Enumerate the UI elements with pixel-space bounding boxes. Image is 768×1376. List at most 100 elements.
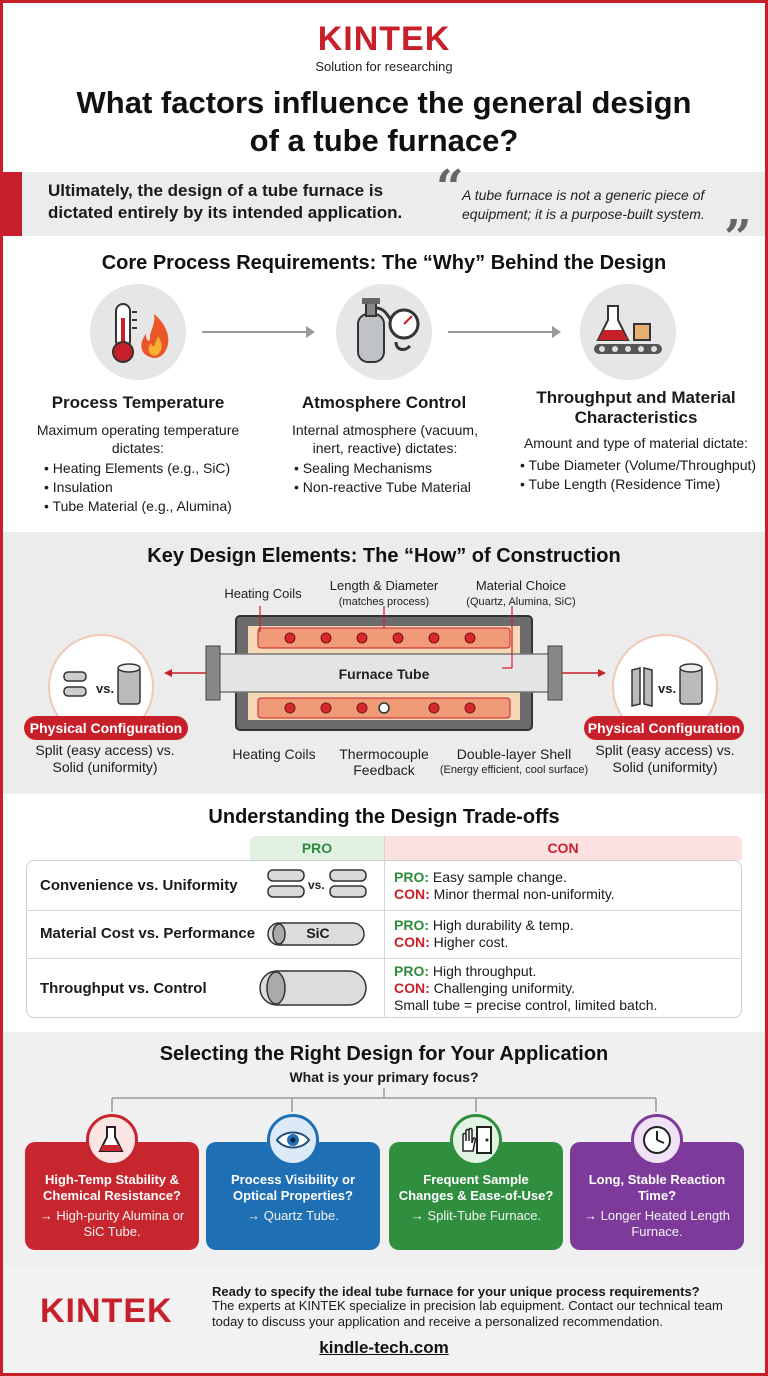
shell-sub: (Energy efficient, cool surface) bbox=[439, 764, 589, 776]
list-item: Heating Elements (e.g., SiC) bbox=[44, 459, 264, 478]
furnace-diagram bbox=[164, 606, 606, 731]
pro-text: High throughput. bbox=[432, 963, 537, 979]
furnace-tube-label: Furnace Tube bbox=[338, 666, 430, 682]
list-item: Tube Material (e.g., Alumina) bbox=[44, 497, 264, 516]
card-question: Frequent Sample Changes & Ease-of-Use? bbox=[398, 1172, 554, 1203]
card-question: Process Visibility or Optical Properties… bbox=[230, 1172, 356, 1203]
gas-cylinder-gauge-icon bbox=[357, 298, 420, 363]
atmosphere-control-title: Atmosphere Control bbox=[301, 393, 467, 412]
eye-icon bbox=[267, 1114, 319, 1166]
brand-tagline: Solution for researching bbox=[315, 59, 453, 74]
footer-headline: Ready to specify the ideal tube furnace … bbox=[212, 1284, 700, 1299]
thermocouple-label: Thermocouple Feedback bbox=[339, 746, 429, 778]
selection-tree-lines bbox=[111, 1088, 657, 1112]
length-diameter-title: Length & Diameter bbox=[329, 578, 439, 593]
process-temperature-title: Process Temperature bbox=[51, 393, 225, 412]
flow-arrow bbox=[448, 331, 554, 333]
list-item: Tube Diameter (Volume/Throughput) bbox=[520, 456, 760, 475]
length-diameter-label: Length & Diameter (matches process) bbox=[306, 578, 462, 610]
pro-tag: PRO: bbox=[394, 869, 429, 885]
tradeoff-pro: PRO: High durability & temp. bbox=[394, 917, 574, 934]
atmosphere-control-subtitle: Internal atmosphere (vacuum, inert, reac… bbox=[292, 422, 478, 456]
con-tag: CON: bbox=[394, 934, 430, 950]
material-choice-sub: (Quartz, Alumina, SiC) bbox=[466, 596, 576, 608]
open-quote-icon: “ bbox=[436, 160, 464, 216]
clock-icon bbox=[631, 1114, 683, 1166]
shell-title: Double-layer Shell bbox=[456, 746, 572, 762]
footer-body: The experts at KINTEK specialize in prec… bbox=[212, 1298, 723, 1329]
atmosphere-control-bullets: Sealing Mechanisms Non-reactive Tube Mat… bbox=[294, 459, 494, 497]
physical-configuration-caption-right: Split (easy access) vs. Solid (uniformit… bbox=[595, 742, 735, 775]
list-item: Insulation bbox=[44, 478, 264, 497]
process-temperature-bullets: Heating Elements (e.g., SiC) Insulation … bbox=[44, 459, 264, 516]
list-item: Sealing Mechanisms bbox=[294, 459, 494, 478]
con-header-label: CON bbox=[547, 840, 579, 856]
tradeoff-con: CON: Minor thermal non-uniformity. bbox=[394, 886, 615, 903]
card-answer: → High-purity Alumina or SiC Tube. bbox=[39, 1208, 185, 1239]
close-quote-icon: ” bbox=[724, 210, 752, 266]
flow-arrow-head bbox=[306, 326, 315, 338]
svg-text:vs.: vs. bbox=[308, 878, 325, 892]
tradeoff-pro: PRO: High throughput. bbox=[394, 963, 536, 980]
atmosphere-icon-circle bbox=[336, 284, 432, 380]
split-vs-solid-tube-icon: vs. bbox=[267, 869, 367, 898]
tradeoff-con: CON: Higher cost. bbox=[394, 934, 508, 951]
throughput-bullets: Tube Diameter (Volume/Throughput) Tube L… bbox=[520, 456, 760, 494]
physical-configuration-pill-right: Physical Configuration bbox=[584, 716, 744, 740]
heating-coils-top-label: Heating Coils bbox=[224, 586, 302, 601]
selection-question: What is your primary focus? bbox=[289, 1069, 479, 1085]
con-text: Minor thermal non-uniformity. bbox=[433, 886, 615, 902]
tradeoff-pro: PRO: Easy sample change. bbox=[394, 869, 567, 886]
page-title: What factors influence the general desig… bbox=[76, 85, 692, 158]
intro-accent-bar bbox=[0, 172, 22, 236]
website-link[interactable]: kindle-tech.com bbox=[319, 1338, 449, 1357]
intro-quote: A tube furnace is not a generic piece of… bbox=[462, 187, 705, 222]
brand-logo: KINTEK bbox=[317, 20, 451, 58]
table-row-divider bbox=[26, 958, 742, 959]
split-vs-solid-icon: vs. bbox=[63, 663, 141, 705]
card-question: Long, Stable Reaction Time? bbox=[588, 1172, 726, 1203]
length-diameter-sub: (matches process) bbox=[338, 596, 430, 608]
con-header bbox=[384, 836, 742, 860]
sic-tube-icon bbox=[267, 922, 365, 946]
con-text: Higher cost. bbox=[433, 934, 509, 950]
list-item: Tube Length (Residence Time) bbox=[520, 475, 760, 494]
core-requirements-heading: Core Process Requirements: The “Why” Beh… bbox=[101, 252, 667, 274]
svg-text:vs.: vs. bbox=[96, 681, 114, 696]
card-question: High-Temp Stability & Chemical Resistanc… bbox=[42, 1172, 181, 1203]
thermometer-flame-icon bbox=[112, 303, 169, 363]
footer-logo: KINTEK bbox=[40, 1292, 173, 1330]
shell-label: Double-layer Shell (Energy efficient, co… bbox=[430, 746, 598, 778]
flask-conveyor-icon bbox=[594, 305, 662, 354]
throughput-icon-circle bbox=[580, 284, 676, 380]
physical-configuration-pill-left: Physical Configuration bbox=[24, 716, 188, 740]
pro-header bbox=[250, 836, 384, 860]
table-column-divider bbox=[384, 836, 385, 1018]
heating-coils-bottom-label: Heating Coils bbox=[232, 746, 316, 762]
con-tag: CON: bbox=[394, 886, 430, 902]
flask-icon bbox=[86, 1114, 138, 1166]
pro-tag: PRO: bbox=[394, 917, 429, 933]
material-choice-title: Material Choice bbox=[475, 578, 567, 593]
pro-header-label: PRO bbox=[301, 840, 333, 856]
selection-heading: Selecting the Right Design for Your Appl… bbox=[159, 1043, 609, 1065]
physical-configuration-caption-left: Split (easy access) vs. Solid (uniformit… bbox=[35, 742, 175, 775]
tradeoff-row-label: Material Cost vs. Performance bbox=[40, 925, 256, 942]
material-choice-label: Material Choice (Quartz, Alumina, SiC) bbox=[446, 578, 596, 610]
design-elements-heading: Key Design Elements: The “How” of Constr… bbox=[147, 545, 621, 567]
pro-text: High durability & temp. bbox=[432, 917, 574, 933]
tradeoff-extra: Small tube = precise control, limited ba… bbox=[394, 997, 658, 1013]
card-answer: → Split-Tube Furnace. bbox=[410, 1208, 542, 1223]
tradeoff-row-label: Throughput vs. Control bbox=[40, 980, 207, 997]
card-answer: → Longer Heated Length Furnace. bbox=[584, 1208, 730, 1239]
flow-arrow bbox=[202, 331, 308, 333]
tradeoffs-heading: Understanding the Design Trade-offs bbox=[208, 806, 560, 828]
tradeoff-row-label: Convenience vs. Uniformity bbox=[40, 877, 238, 894]
throughput-title: Throughput and Material Characteristics bbox=[536, 388, 736, 427]
footer-band bbox=[0, 1268, 768, 1376]
throughput-subtitle: Amount and type of material dictate: bbox=[523, 435, 749, 451]
large-tube-icon bbox=[259, 970, 367, 1006]
list-item: Non-reactive Tube Material bbox=[294, 478, 494, 497]
svg-text:vs.: vs. bbox=[658, 681, 676, 696]
intro-statement: Ultimately, the design of a tube furnace… bbox=[48, 181, 403, 222]
